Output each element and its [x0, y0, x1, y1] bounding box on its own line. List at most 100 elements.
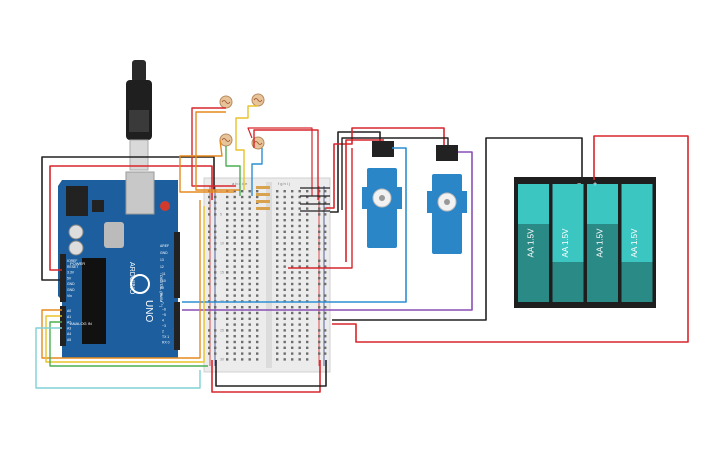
bb-hole: [241, 230, 244, 233]
bb-hole: [233, 201, 236, 204]
rail-hole: [318, 190, 321, 193]
wire-servo1-vcc[interactable]: [345, 139, 384, 262]
bb-hole: [283, 346, 286, 349]
pin-label: ~5: [162, 313, 166, 317]
wire-a0-orange[interactable]: [41, 200, 201, 359]
bb-hole: [226, 248, 229, 251]
bb-hole: [298, 340, 301, 344]
wire-servo1-gnd[interactable]: [330, 131, 381, 213]
servo-1[interactable]: [362, 141, 402, 248]
bb-hole: [276, 317, 279, 320]
bb-hole: [276, 329, 279, 332]
photoresistor-1[interactable]: [219, 95, 233, 109]
arduino-model: UNO: [143, 300, 154, 322]
wire-ldr4-red[interactable]: [253, 129, 319, 200]
bb-hole: [306, 242, 309, 245]
wire-a1-yellow[interactable]: [45, 206, 205, 363]
bb-hole: [233, 259, 236, 262]
wire-ldr3-orange[interactable]: [179, 139, 234, 193]
servo-1-hub: [379, 195, 385, 201]
servo-2[interactable]: [427, 145, 467, 254]
reset-button[interactable]: [160, 201, 170, 211]
photoresistor-3[interactable]: [219, 133, 233, 147]
bb-hole: [248, 329, 251, 332]
photoresistor-2[interactable]: [251, 93, 265, 107]
pin-label: A1: [67, 315, 71, 319]
bb-hole: [256, 242, 259, 245]
bb-hole: [298, 306, 301, 309]
bb-hole: [248, 288, 251, 291]
arduino-brand: ARDUINO: [128, 262, 135, 295]
bb-hole: [291, 207, 294, 210]
bb-hole: [298, 311, 301, 315]
wire-servo2-vcc[interactable]: [326, 127, 445, 209]
bb-hole: [291, 224, 294, 228]
wire-a2-green[interactable]: [49, 321, 208, 367]
rail-hole: [214, 213, 217, 216]
bb-hole: [306, 340, 309, 344]
wire-a3-cyan[interactable]: [35, 327, 201, 389]
bb-hole: [298, 358, 301, 361]
bb-hole: [276, 207, 279, 210]
wire-battery-positive[interactable]: [332, 135, 689, 343]
resistor-bank[interactable]: [256, 186, 270, 210]
wire-ldr2-yellow[interactable]: [235, 105, 258, 190]
wire-servo2-signal[interactable]: [182, 151, 473, 311]
bb-hole: [256, 340, 259, 344]
wire-battery-negative[interactable]: [332, 137, 583, 321]
bb-hole: [241, 317, 244, 320]
col-letters-right: f g h i j: [278, 181, 290, 186]
voltage-regulator: [92, 200, 104, 212]
bb-hole: [248, 282, 251, 286]
pin-label: 13: [160, 258, 164, 262]
bb-hole: [226, 190, 229, 193]
arduino-uno-board[interactable]: ARDUINO UNO DIGITAL (PWM ~) POWER ANALOG…: [58, 60, 180, 358]
bb-hole: [291, 242, 294, 245]
pin-label: AREF: [160, 244, 169, 248]
rail-hole: [324, 317, 327, 320]
rail-hole: [208, 265, 211, 268]
wire-ldr1-orange[interactable]: [195, 111, 240, 191]
bb-hole: [256, 213, 259, 216]
wire-ldr4-blue[interactable]: [251, 148, 263, 196]
wire-ldr1-red[interactable]: [191, 107, 236, 187]
bb-hole: [256, 265, 259, 268]
bb-row-number: 30: [220, 358, 224, 362]
digital-label: DIGITAL (PWM ~): [159, 275, 164, 308]
servo-2-body: [432, 174, 462, 254]
bb-hole: [248, 358, 251, 361]
bb-hole: [256, 282, 259, 286]
wire-bb-red-mid[interactable]: [288, 148, 353, 269]
rail-hole: [324, 236, 327, 239]
wire-servo2-gnd[interactable]: [341, 137, 449, 210]
wire-5v-arduino[interactable]: [49, 165, 213, 271]
wire-ldr2-red[interactable]: [247, 127, 313, 196]
pin-label: A5: [67, 338, 71, 342]
bb-hole: [226, 230, 229, 233]
bb-hole: [256, 311, 259, 315]
rail-hole: [208, 317, 211, 320]
bb-hole: [306, 277, 309, 280]
power-jack: [66, 186, 88, 216]
bb-hole: [291, 282, 294, 286]
photoresistor-4[interactable]: [251, 136, 265, 150]
rail-hole: [214, 201, 217, 204]
bb-hole: [291, 306, 294, 309]
pin-label: ~10: [160, 279, 166, 283]
bb-hole: [241, 282, 244, 286]
wire-bb-bottom-black[interactable]: [215, 360, 327, 387]
rail-hole: [208, 335, 211, 338]
bb-hole: [248, 195, 251, 199]
wire-servo1-signal[interactable]: [182, 147, 407, 303]
wire-bb-bottom-red[interactable]: [211, 360, 321, 393]
bb-hole: [241, 352, 244, 355]
wire-ldr3-green[interactable]: [225, 146, 241, 196]
wire-gnd-arduino[interactable]: [41, 156, 215, 281]
pin-label: RESET: [67, 265, 78, 269]
rail-hole: [318, 317, 321, 320]
rail-hole: [214, 317, 217, 320]
bb-hole: [248, 352, 251, 355]
